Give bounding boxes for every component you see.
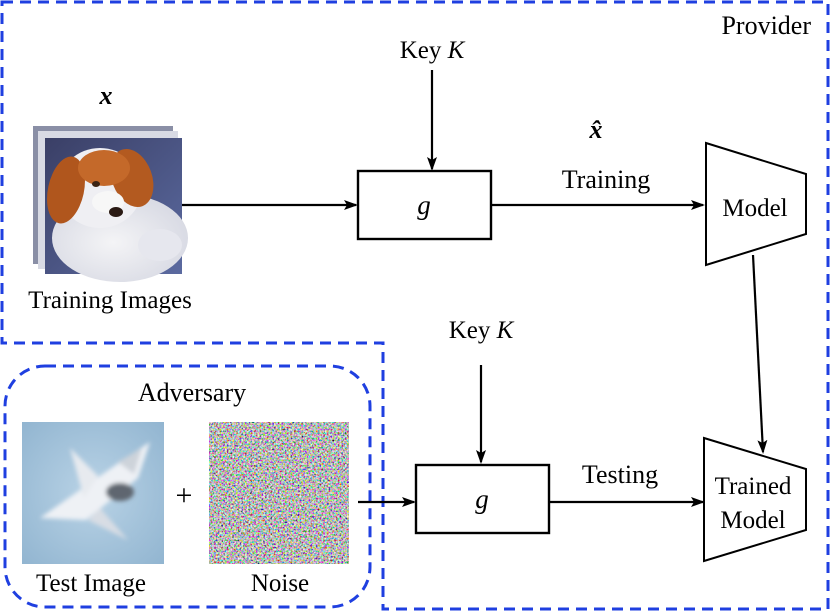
adversary-transform-symbol: g [475, 484, 489, 514]
plus-sign: + [176, 479, 193, 512]
training-label: Training [562, 165, 651, 194]
provider-label: Provider [721, 11, 811, 40]
provider-transform-symbol: g [417, 190, 431, 220]
training-image-dog [45, 138, 188, 282]
provider-key-label: Key K [400, 37, 466, 64]
noise-image [209, 422, 349, 564]
noise-label: Noise [251, 570, 309, 597]
model-to-trained-model-arrow [751, 254, 768, 454]
adversary-transform-box [414, 463, 551, 535]
test-image-airplane [22, 422, 164, 564]
training-images-label: Training Images [28, 287, 192, 314]
trained-model-trapezoid [703, 436, 807, 563]
test-image-label: Test Image [36, 570, 146, 597]
adversary-boundary [3, 364, 372, 609]
output-symbol-x-hat: x̂ [589, 115, 603, 144]
training-images-stack [33, 126, 188, 282]
model-label: Model [722, 195, 787, 222]
model-trapezoid [705, 141, 807, 267]
trained-model-label-line2: Model [720, 507, 785, 534]
trained-model-label-line1: Trained [715, 473, 792, 500]
testing-label: Testing [582, 460, 658, 489]
adversary-key-label: Key K [449, 317, 515, 344]
input-symbol-x: x [99, 81, 113, 110]
adversary-label: Adversary [138, 378, 246, 407]
